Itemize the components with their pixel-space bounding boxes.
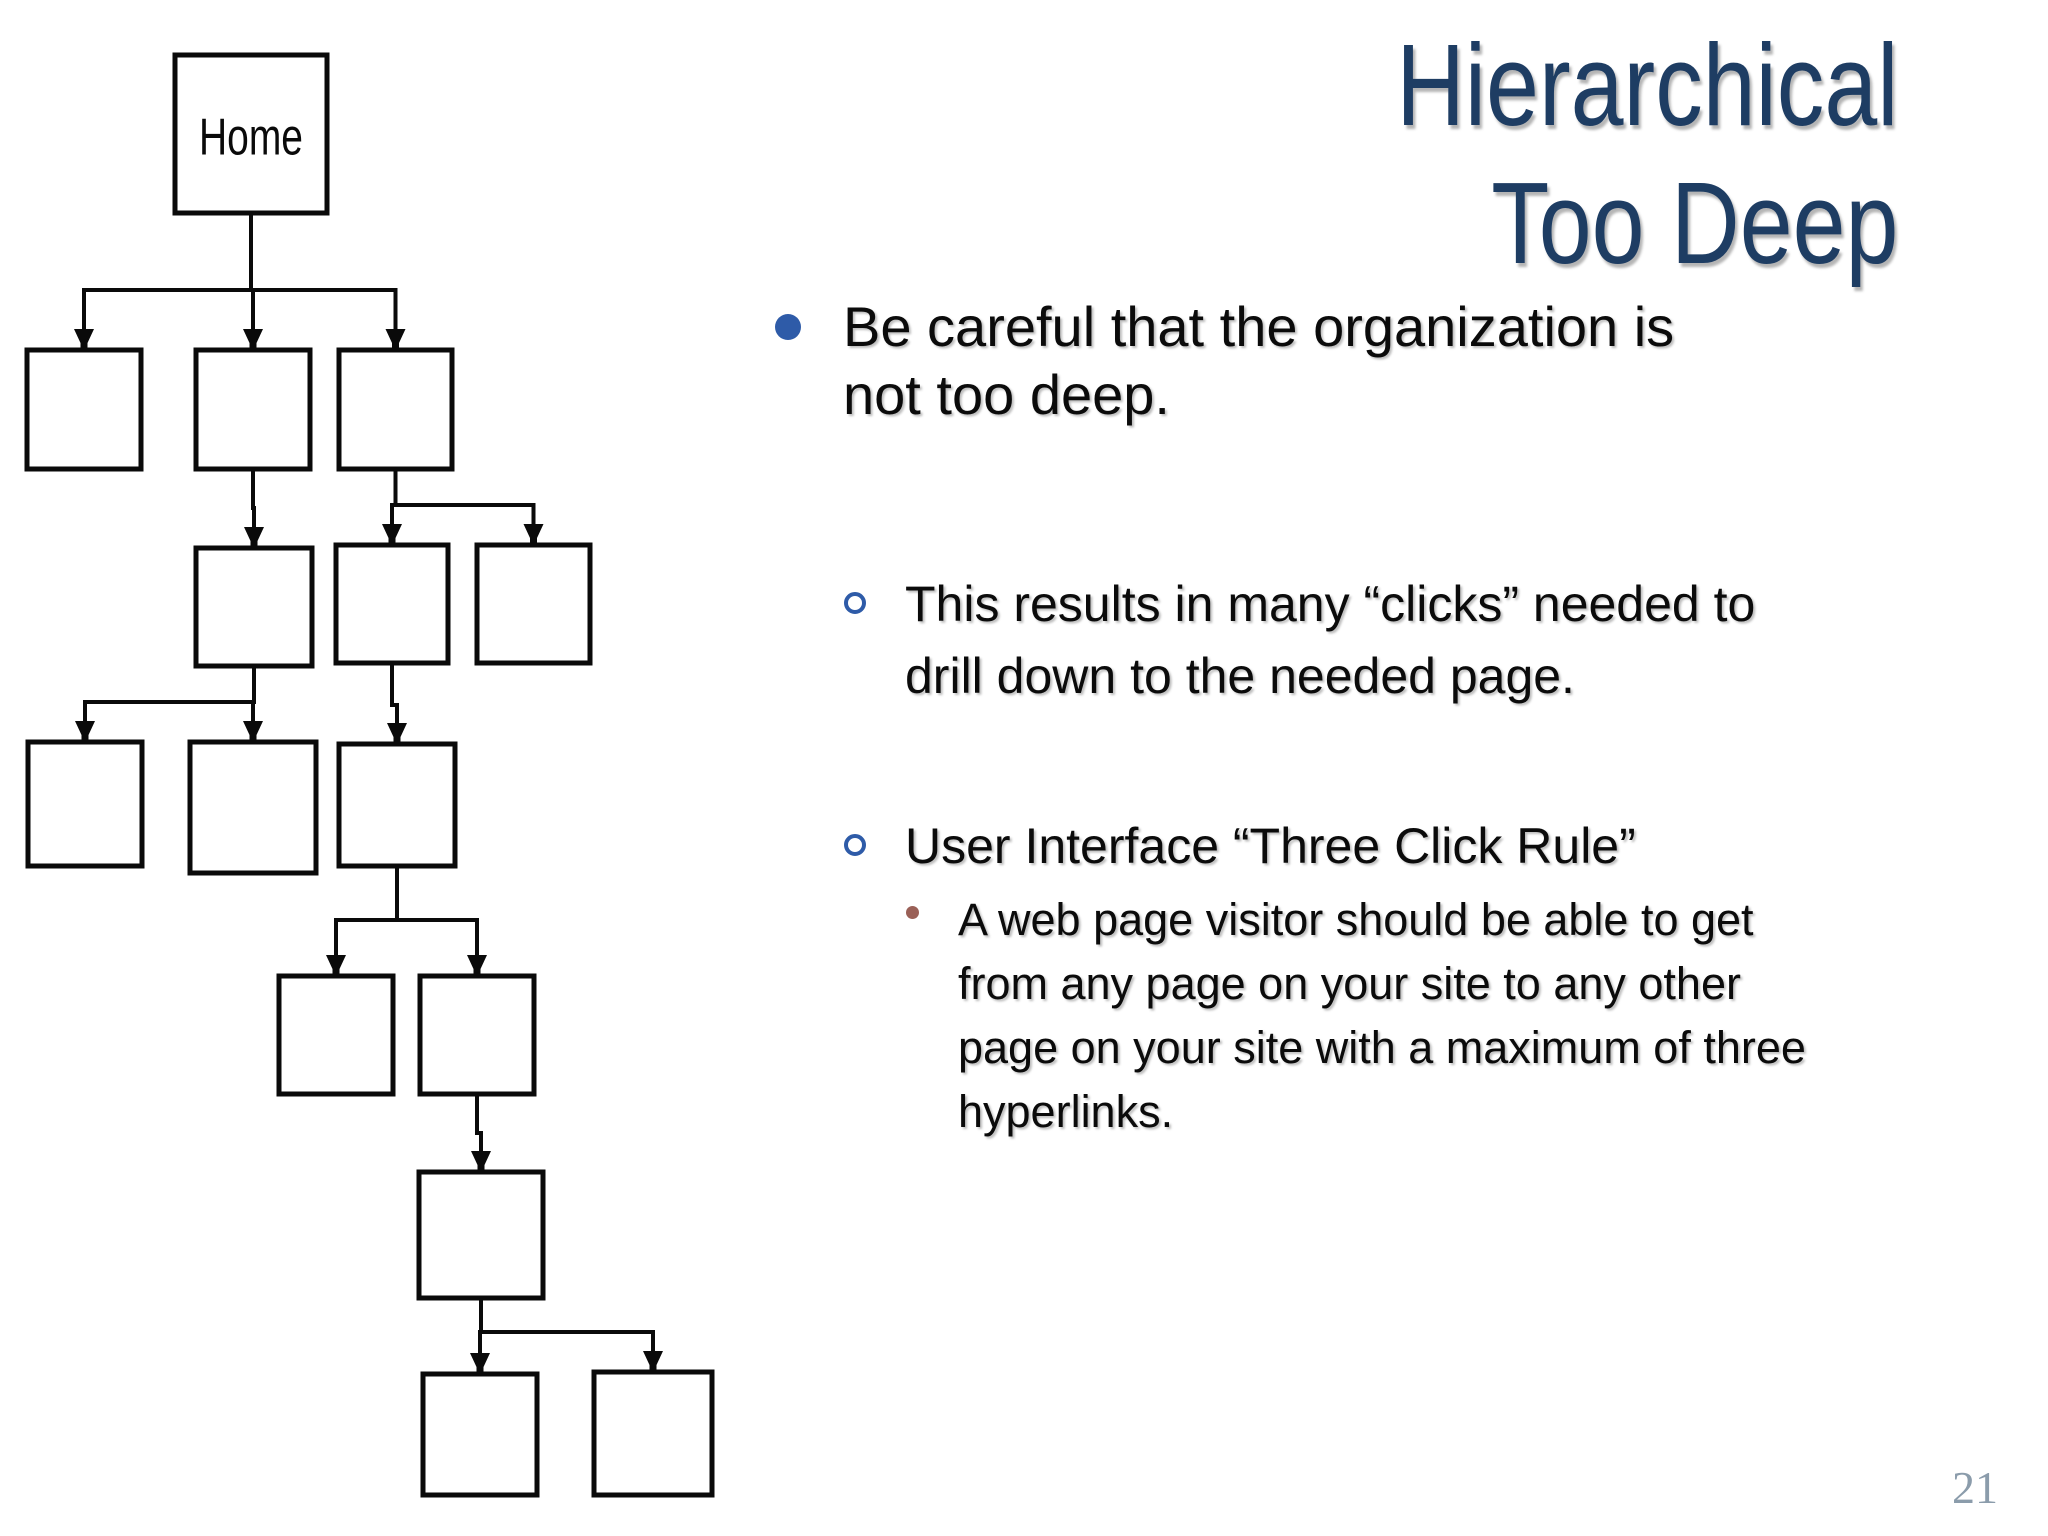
bullet-item-level1: Be careful that the organization is not … xyxy=(775,293,2003,429)
slide-title-line2: Too Deep xyxy=(1490,158,1898,288)
bullet-circle-icon xyxy=(844,592,866,614)
arrowhead-icon xyxy=(385,329,406,350)
tree-node xyxy=(474,542,593,666)
bullet-item-level2-clicks: This results in many “clicks” needed to … xyxy=(844,568,2015,712)
bullet-circle-icon xyxy=(844,834,866,856)
tree-edge xyxy=(475,1094,483,1158)
tree-node xyxy=(193,347,313,472)
bullet-level1-line2: not too deep. xyxy=(843,363,1170,426)
tree-node xyxy=(193,545,315,669)
tree-node xyxy=(416,1169,546,1301)
tree-node xyxy=(336,741,458,869)
bullet-level2b-line1: User Interface “Three Click Rule” xyxy=(905,818,1636,874)
arrowhead-icon xyxy=(382,524,402,545)
tree-node xyxy=(333,542,451,666)
arrowhead-icon xyxy=(471,1151,491,1172)
arrowhead-icon xyxy=(243,329,263,350)
arrowhead-icon xyxy=(523,524,544,545)
tree-node xyxy=(276,973,396,1097)
sub-bullet-dot-icon xyxy=(906,906,919,919)
tree-edge xyxy=(249,213,398,336)
tree-node-home xyxy=(172,52,330,216)
bullet-item-level2-three-click-rule: User Interface “Three Click Rule” xyxy=(844,810,2015,882)
tree-node xyxy=(417,973,537,1097)
arrowhead-icon xyxy=(75,721,95,742)
tree-edge xyxy=(83,666,256,728)
arrowhead-icon xyxy=(387,723,407,744)
tree-node xyxy=(591,1369,715,1498)
arrowhead-icon xyxy=(244,527,264,548)
arrowhead-icon xyxy=(74,329,94,350)
tree-node xyxy=(420,1371,540,1498)
tree-node xyxy=(25,739,145,869)
bullet-level3-line3: page on your site with a maximum of thre… xyxy=(958,1022,1806,1073)
tree-node xyxy=(24,347,144,472)
arrowhead-icon xyxy=(470,1353,490,1374)
tree-node xyxy=(187,739,319,876)
tree-edge xyxy=(251,666,256,728)
tree-edge xyxy=(393,469,536,531)
tree-edge xyxy=(395,866,479,962)
page-number: 21 xyxy=(1952,1462,1998,1513)
arrowhead-icon xyxy=(326,955,346,976)
slide-title-line1: Hierarchical xyxy=(1395,20,1898,150)
tree-edge xyxy=(82,213,253,336)
bullet-item-level3: A web page visitor should be able to get… xyxy=(906,888,2018,1144)
tree-node xyxy=(336,347,455,472)
tree-edge xyxy=(390,663,399,730)
bullet-level2-line2: drill down to the needed page. xyxy=(905,648,1575,704)
bullet-level3-line2: from any page on your site to any other xyxy=(958,958,1741,1009)
tree-edge xyxy=(251,469,256,534)
tree-edge xyxy=(334,866,399,962)
arrowhead-icon xyxy=(243,721,263,742)
bullet-level2-line1: This results in many “clicks” needed to xyxy=(905,576,1756,632)
arrowhead-icon xyxy=(467,955,487,976)
arrowhead-icon xyxy=(643,1351,663,1372)
tree-edge xyxy=(479,1298,655,1358)
tree-node-label: Home xyxy=(199,109,303,167)
bullet-level3-line1: A web page visitor should be able to get xyxy=(958,894,1754,945)
bullet-dot-icon xyxy=(775,314,801,340)
bullet-level3-line4: hyperlinks. xyxy=(958,1086,1174,1137)
bullet-level1-line1: Be careful that the organization is xyxy=(843,295,1675,358)
slide-title: Hierarchical Too Deep xyxy=(1396,16,1898,292)
